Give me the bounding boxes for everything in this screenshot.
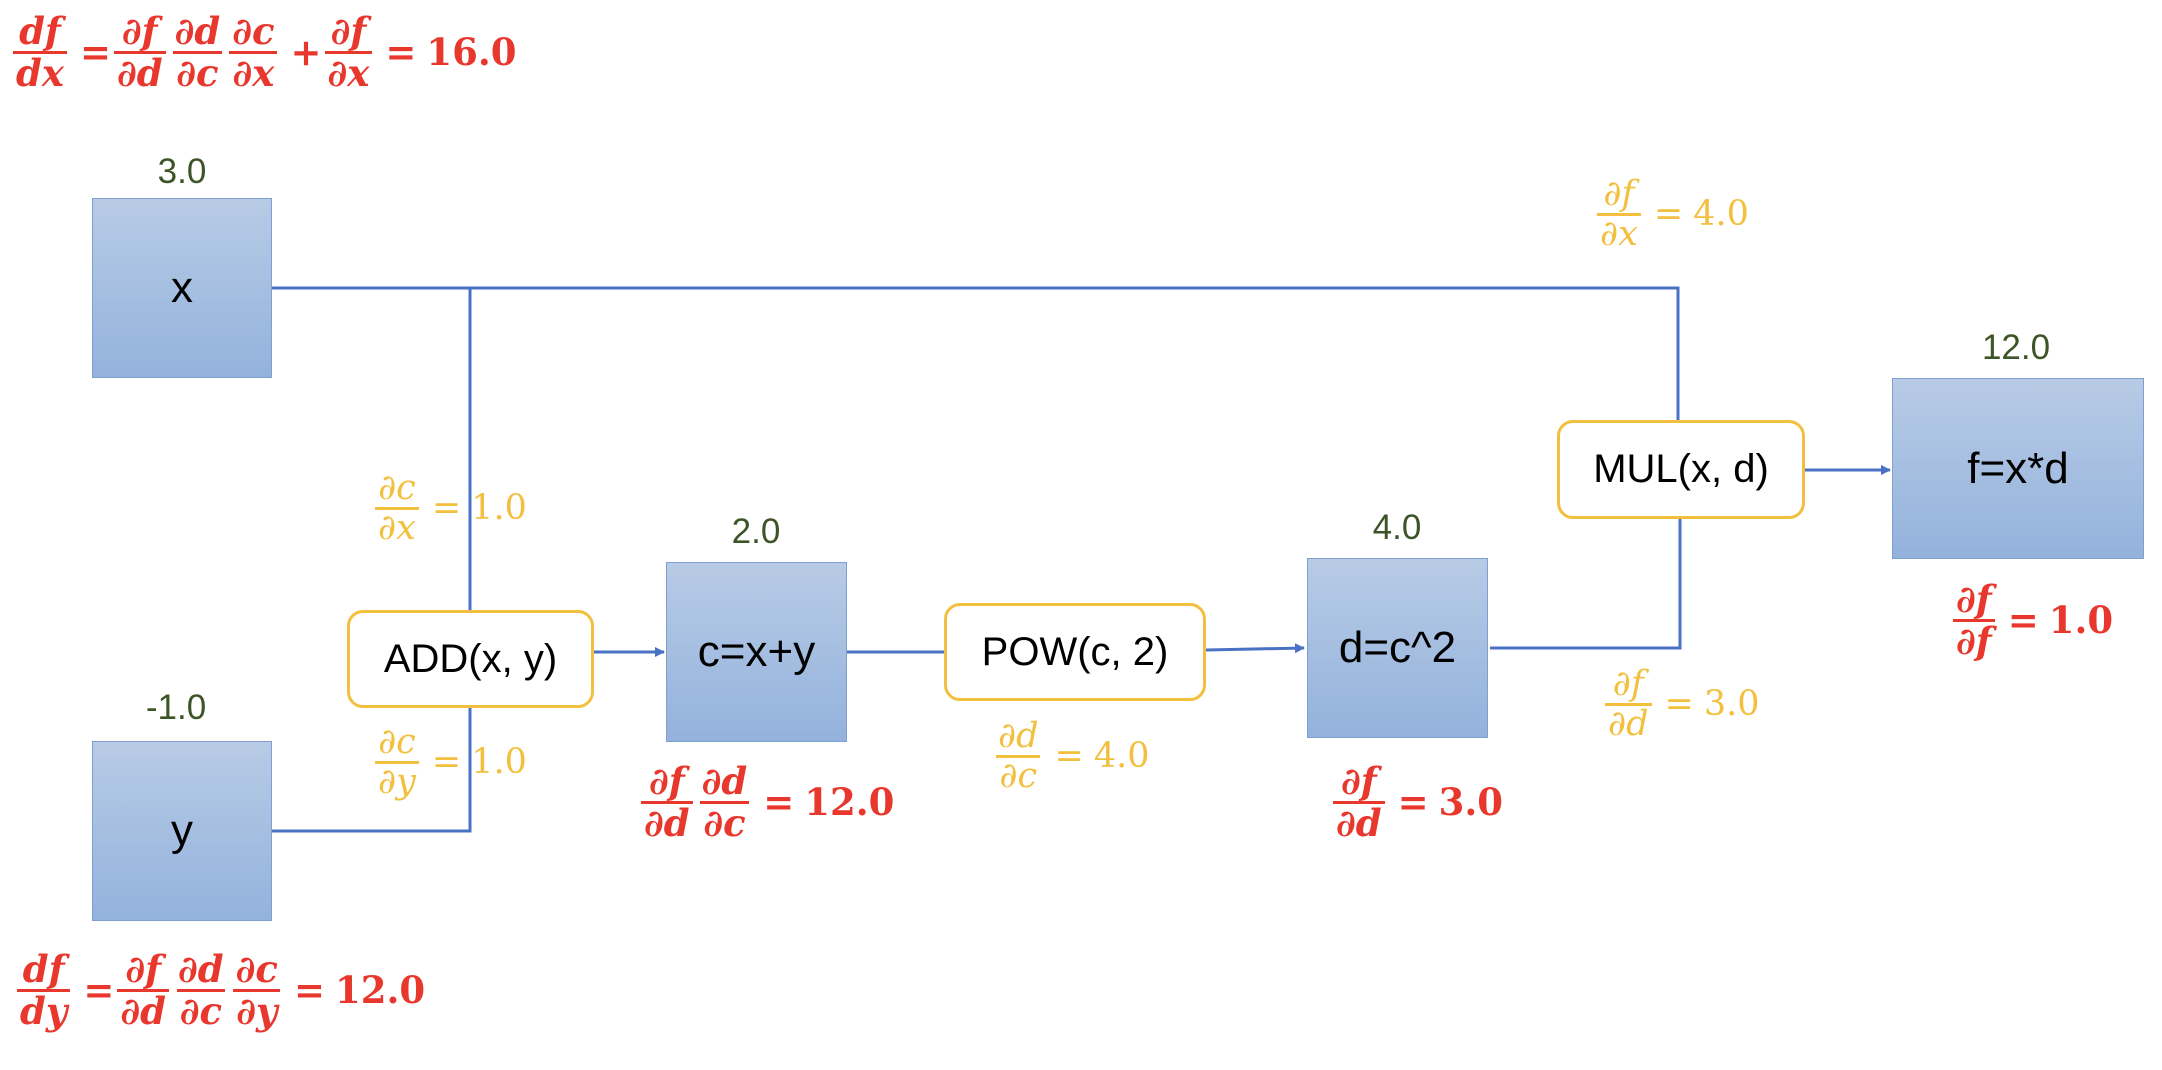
- local-grad-dc-dy: ∂c∂y = 1.0: [372, 724, 527, 801]
- op-mul-label: MUL(x, d): [1593, 447, 1769, 491]
- chain-grad-df-df: ∂f∂f = 1.0: [1950, 580, 2113, 661]
- local-grad-dd-dc: ∂d∂c = 4.0: [996, 716, 1150, 796]
- op-pow: POW(c, 2): [944, 603, 1206, 701]
- wire-y-to-add: [272, 708, 472, 833]
- node-x-value: 3.0: [157, 152, 207, 191]
- node-f-value: 12.0: [1981, 328, 2051, 367]
- local-grad-df-dd: ∂f∂d = 3.0: [1602, 666, 1760, 743]
- op-add-label: ADD(x, y): [383, 636, 558, 681]
- wire-x-to-mul: [470, 286, 1680, 420]
- op-pow-label: POW(c, 2): [981, 629, 1169, 674]
- wire-d-to-mul: [1490, 519, 1682, 650]
- chain-grad-df-dd: ∂f∂d = 3.0: [1330, 762, 1503, 843]
- chain-grad-df-dc: ∂f∂d ∂d∂c = 12.0: [638, 762, 894, 843]
- node-c-label: c=x+y: [697, 627, 816, 676]
- node-c: c=x+y: [666, 562, 847, 742]
- node-y-label: y: [171, 806, 193, 855]
- wire-x-to-add: [272, 286, 472, 612]
- node-y: y: [92, 741, 272, 921]
- op-mul: MUL(x, d): [1557, 420, 1805, 519]
- node-d-label: d=c^2: [1338, 623, 1457, 672]
- node-y-value: -1.0: [145, 688, 207, 727]
- node-d: d=c^2: [1307, 558, 1488, 738]
- node-c-value: 2.0: [731, 512, 781, 551]
- node-d-value: 4.0: [1372, 508, 1422, 547]
- node-f: f=x*d: [1892, 378, 2144, 559]
- op-add: ADD(x, y): [347, 610, 594, 708]
- local-grad-df-dx: ∂f∂x = 4.0: [1594, 176, 1749, 253]
- node-f-label: f=x*d: [1967, 443, 2069, 493]
- local-grad-dc-dx: ∂c∂x = 1.0: [372, 470, 527, 547]
- node-x: x: [92, 198, 272, 378]
- node-x-label: x: [171, 263, 193, 312]
- wire-pow-to-d: [1205, 643, 1305, 654]
